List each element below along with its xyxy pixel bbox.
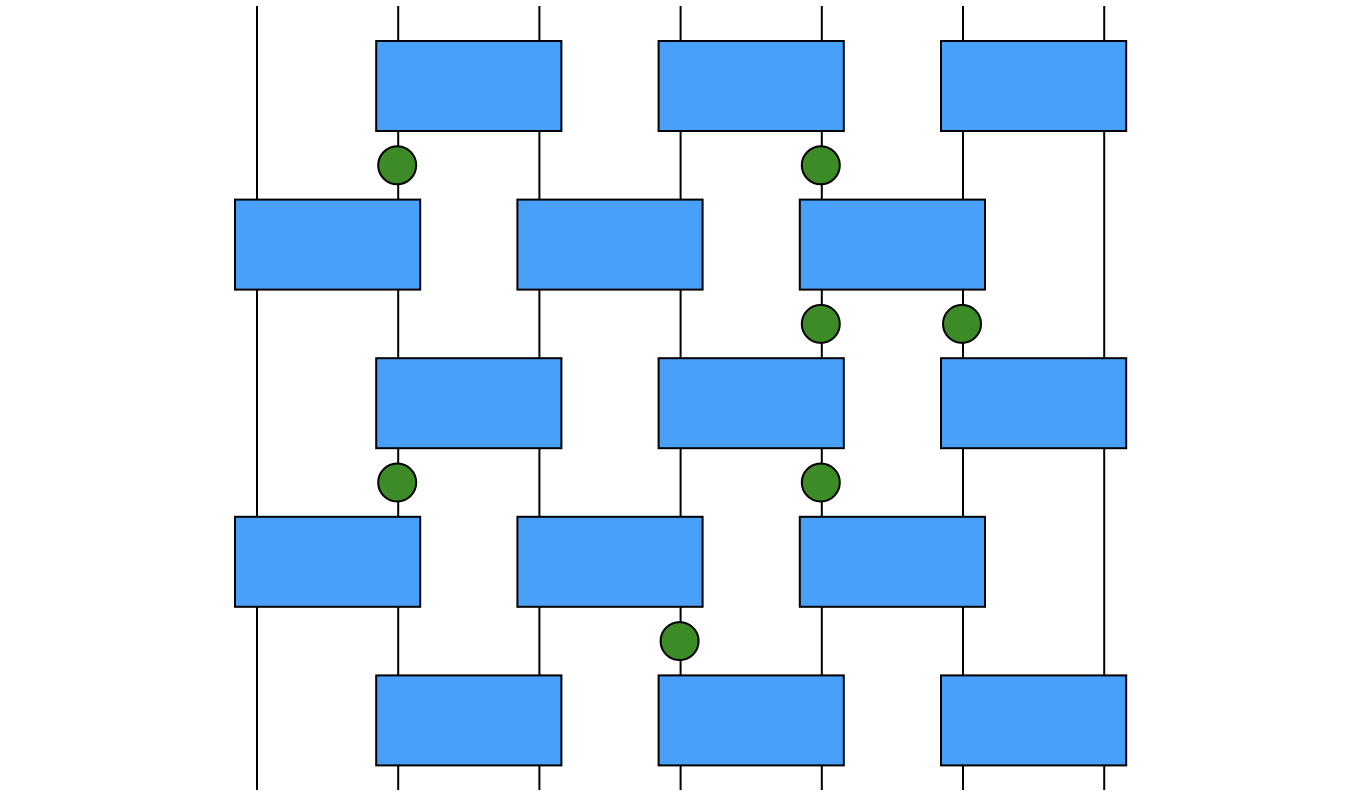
gate-layer0-wires5-6	[940, 40, 1128, 132]
node-wire4-after-layer1	[800, 303, 841, 344]
node-wire1-after-layer0	[377, 145, 418, 186]
node-wire3-after-layer3	[659, 621, 700, 662]
gate-layer1-wires2-3	[516, 198, 704, 291]
gate-layer4-wires5-6	[940, 674, 1128, 767]
node-wire5-after-layer1	[942, 303, 982, 344]
gate-layer3-wires0-1	[234, 515, 422, 608]
nodes	[377, 145, 982, 662]
node-wire1-after-layer2	[377, 462, 418, 503]
gate-layer2-wires3-4	[657, 357, 845, 450]
gate-layer3-wires4-5	[798, 515, 986, 608]
gate-layer0-wires1-2	[375, 40, 563, 132]
gate-layer1-wires0-1	[234, 198, 422, 291]
gate-layer4-wires3-4	[657, 674, 845, 767]
node-wire4-after-layer0	[800, 145, 841, 186]
gate-layer2-wires5-6	[940, 357, 1128, 450]
gates	[234, 40, 1128, 767]
node-wire4-after-layer2	[800, 462, 841, 503]
gate-layer0-wires3-4	[657, 40, 845, 132]
gate-layer1-wires4-5	[798, 198, 986, 291]
gate-layer4-wires1-2	[375, 674, 563, 767]
gate-layer3-wires2-3	[516, 515, 704, 608]
gate-layer2-wires1-2	[375, 357, 563, 450]
